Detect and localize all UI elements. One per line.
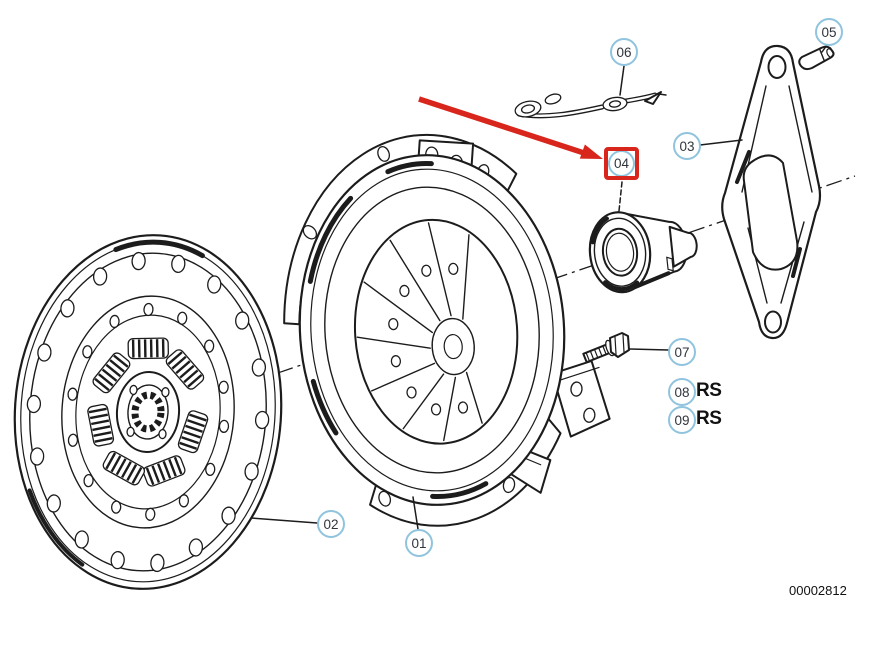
release-fork-drawing [721, 44, 822, 340]
retaining-spring-drawing [514, 91, 667, 119]
callout-04[interactable]: 04 [608, 151, 635, 176]
disc-splined-hub [115, 371, 181, 453]
release-bearing-drawing [588, 211, 698, 294]
highlight-arrow [418, 96, 603, 159]
drawing-number: 00002812 [789, 583, 847, 598]
disc-outer-holes [26, 251, 270, 573]
diaphragm-fingers [356, 222, 483, 442]
leader-lines [250, 44, 828, 530]
callout-03[interactable]: 03 [673, 132, 701, 160]
callout-08[interactable]: 08 [668, 378, 696, 406]
rs-label-08: RS [696, 380, 722, 401]
rs-label-09: RS [696, 408, 722, 429]
callout-06[interactable]: 06 [610, 38, 638, 66]
callout-05[interactable]: 05 [815, 18, 843, 46]
bolt-drawing [582, 332, 630, 364]
callout-02[interactable]: 02 [317, 510, 345, 538]
disc-torsion-springs [87, 337, 209, 487]
clutch-disc-drawing [13, 234, 283, 590]
pivot-pin-drawing [798, 45, 835, 71]
callout-01[interactable]: 01 [405, 529, 433, 557]
disc-inner-holes [67, 302, 230, 521]
callout-07[interactable]: 07 [668, 338, 696, 366]
pressure-plate-drawing [283, 133, 611, 527]
callout-09[interactable]: 09 [668, 406, 696, 434]
highlight-box: 04 [604, 147, 639, 180]
